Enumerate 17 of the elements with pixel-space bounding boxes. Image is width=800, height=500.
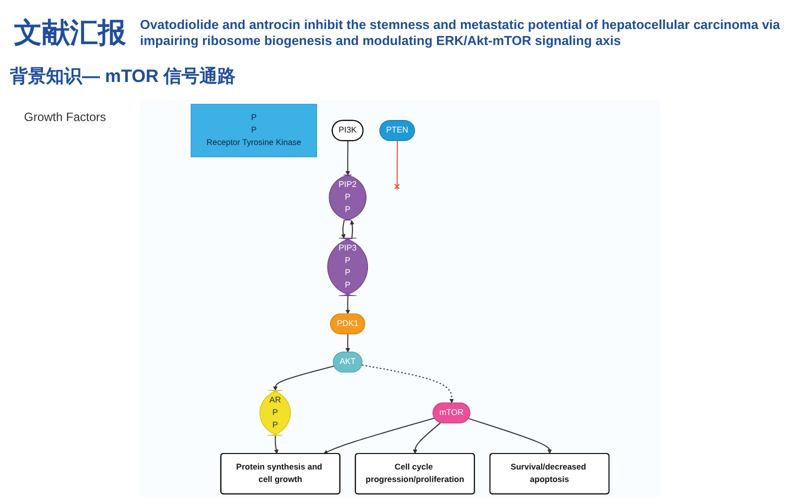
node-box: P P Receptor Tyrosine Kinase	[190, 104, 317, 158]
arrow	[346, 296, 350, 314]
arrow	[273, 366, 334, 391]
arrow	[350, 220, 354, 238]
header-title: 文献汇报	[14, 16, 126, 50]
arrow	[346, 334, 350, 353]
arrow	[346, 140, 350, 176]
arrow	[274, 436, 278, 454]
arrow	[323, 418, 435, 454]
arrow	[362, 364, 454, 404]
arrow	[468, 418, 552, 454]
growth-factors-label: Growth Factors	[24, 110, 106, 124]
connector	[394, 140, 400, 190]
arrow	[412, 422, 441, 454]
paper-title: Ovatodiolide and antrocin inhibit the stemness and metastatic potential of hepatocellular carcinoma via impairing ribosome biogenesis and modulating ERK/Akt-mTOR signaling axis	[140, 17, 782, 49]
arrow	[341, 220, 346, 239]
section-heading: 背景知识— mTOR 信号通路	[10, 65, 236, 88]
